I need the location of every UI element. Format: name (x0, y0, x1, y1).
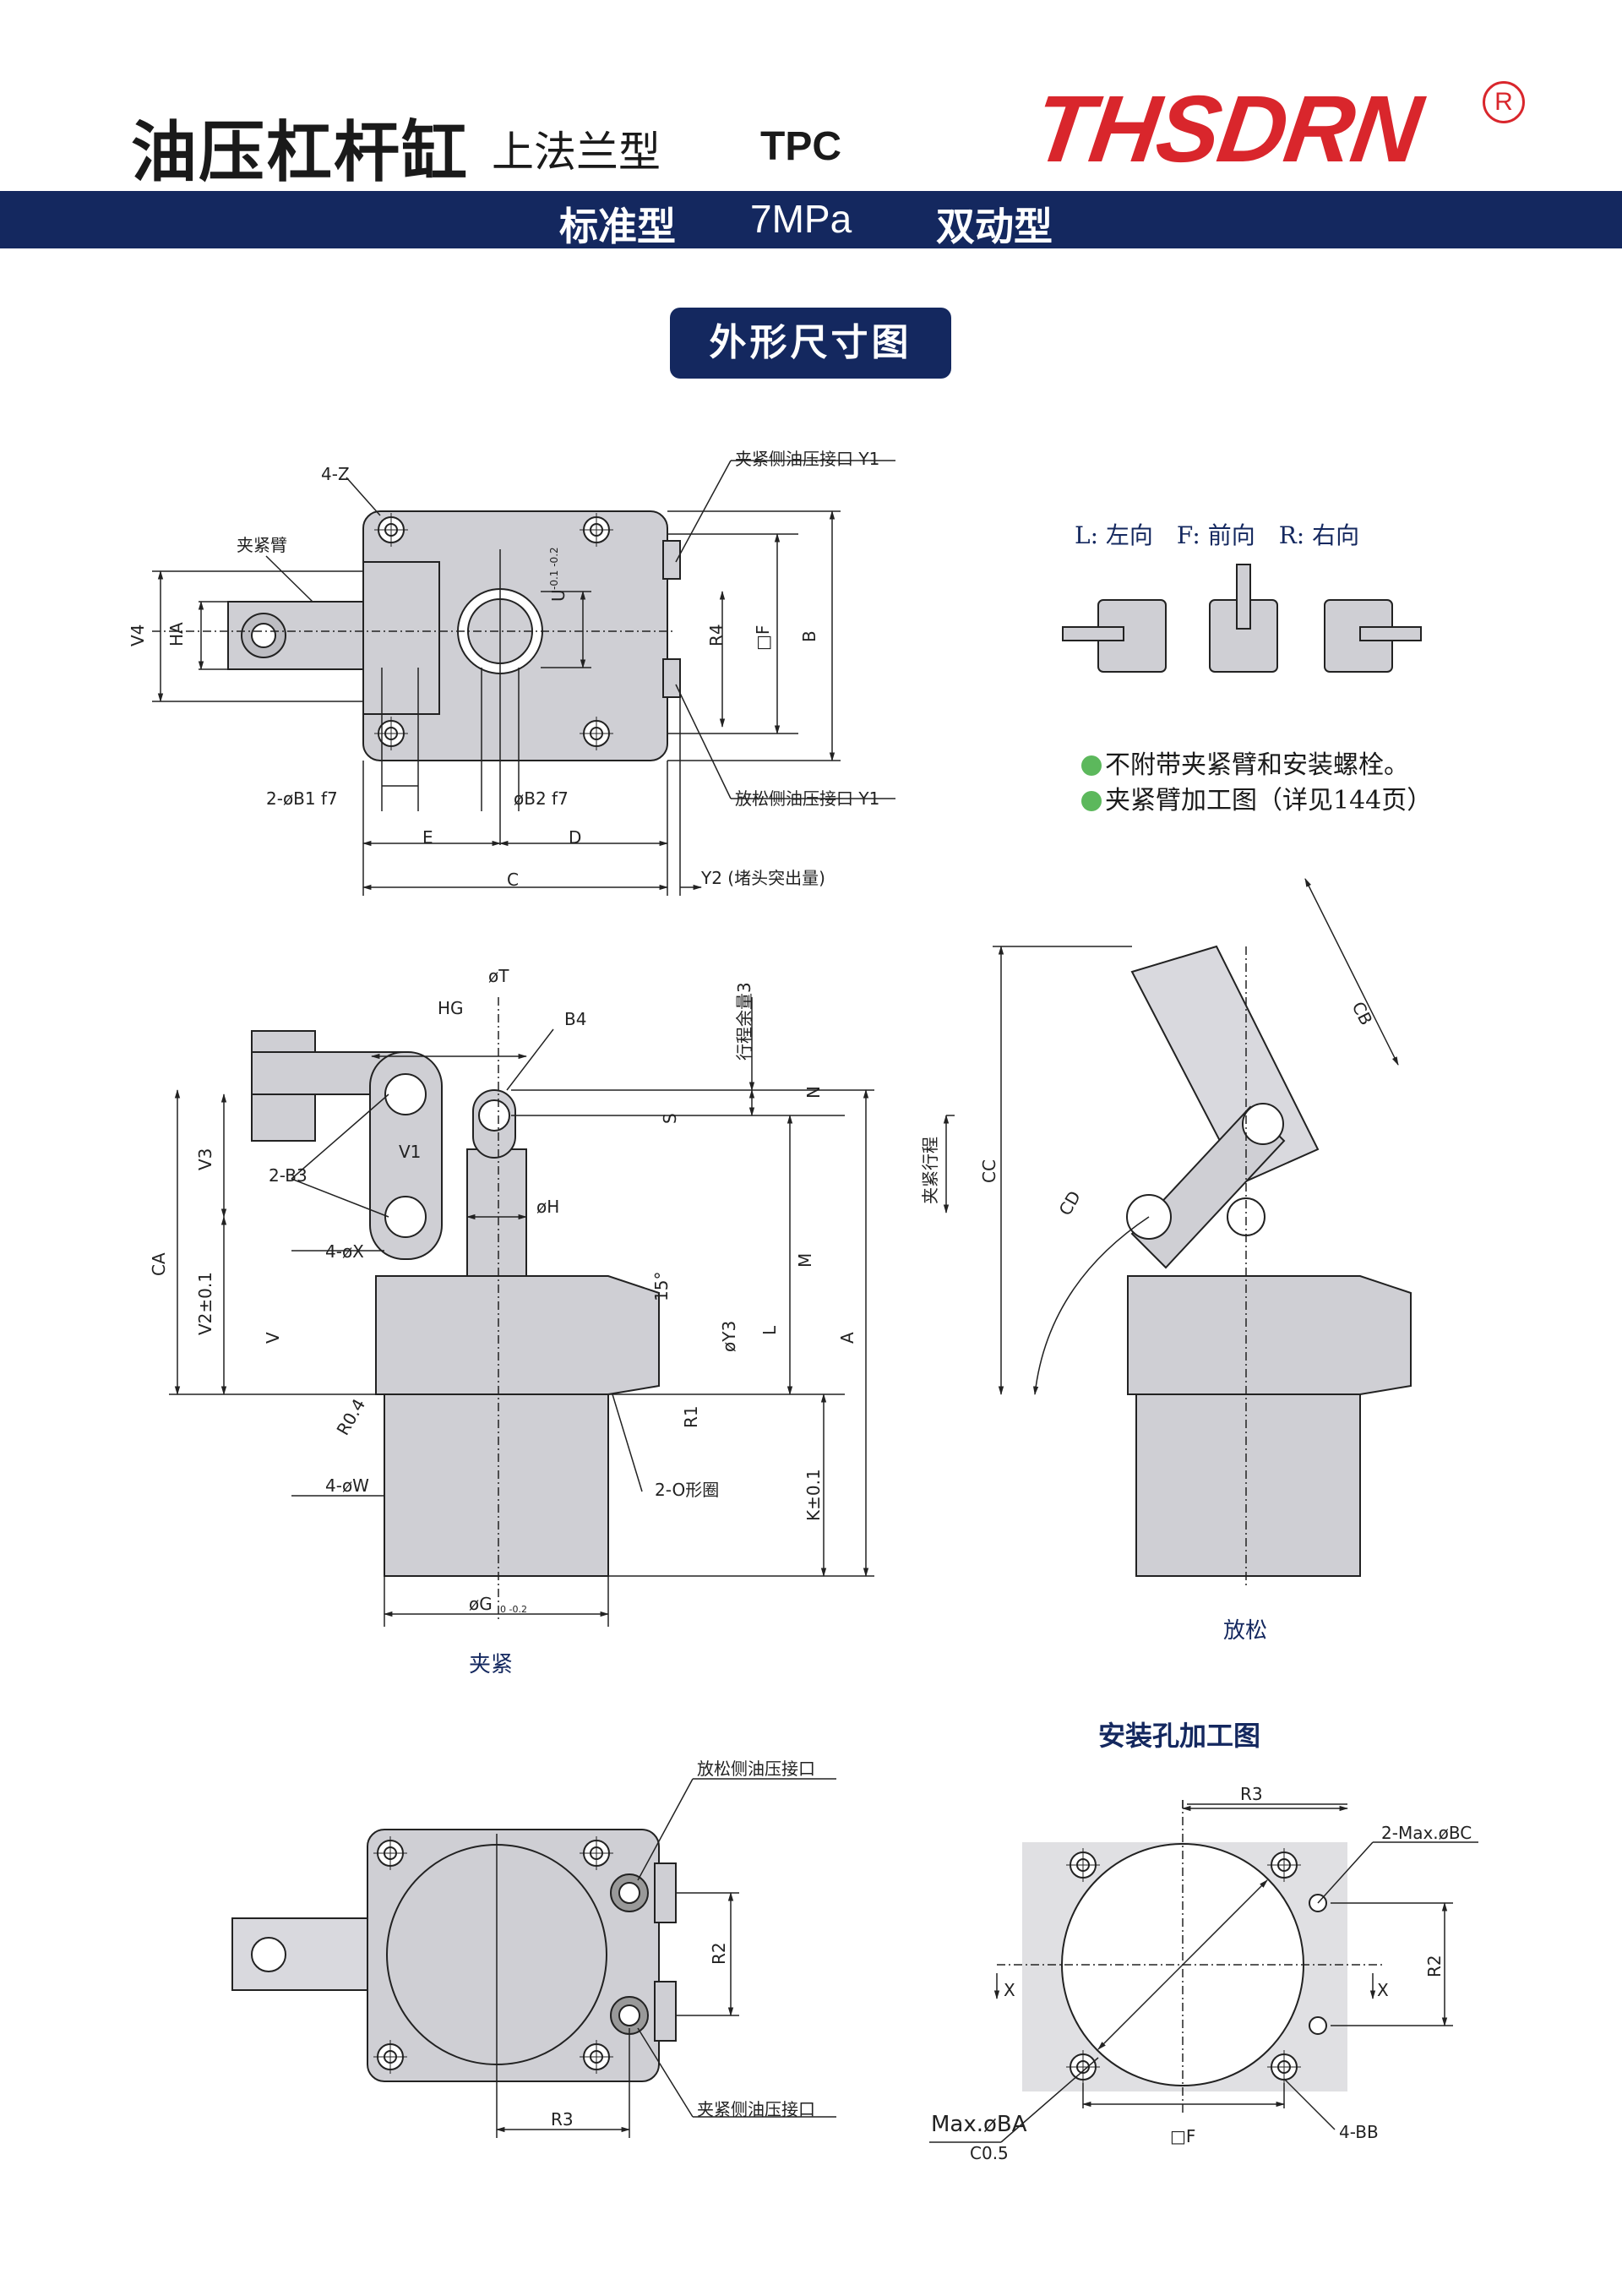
port-release-label: 放松侧油压接口 Y1 (735, 788, 879, 809)
banner-type: 标准型 (559, 204, 676, 249)
note-2: 夹紧臂加工图（详见144页） (1081, 779, 1432, 816)
t-label: øT (488, 966, 509, 986)
b3-label: 2-B3 (269, 1165, 308, 1186)
direction-icons (1062, 564, 1422, 673)
port-clamp-label: 夹紧侧油压接口 Y1 (735, 449, 879, 469)
bullet-icon (1081, 755, 1102, 776)
arm-label: 夹紧臂 (237, 535, 287, 555)
mount-x-left-label: X (1004, 1980, 1015, 2000)
f-label: □F (753, 625, 773, 651)
k-label: K±0.1 (803, 1469, 824, 1521)
e-label: E (422, 827, 433, 848)
r1-label: R1 (681, 1405, 701, 1428)
bottom-port-release-label: 放松侧油压接口 (697, 1759, 815, 1779)
bullet-icon (1081, 791, 1102, 811)
clamp-view (251, 1030, 660, 1577)
ca-label: CA (149, 1252, 169, 1276)
o-ring-label: 2-O形圈 (655, 1480, 719, 1500)
w-label: 4-øW (325, 1475, 369, 1496)
g-tol: 0 -0.2 (500, 1604, 527, 1615)
deg15-label: 15° (651, 1272, 672, 1301)
mount-view-title: 安装孔加工图 (1098, 1720, 1260, 1752)
v2-label: V2±0.1 (195, 1272, 215, 1335)
v3-label: V3 (195, 1148, 215, 1170)
section-title: 外形尺寸图 (670, 308, 951, 379)
spec-banner: 标准型 7MPa 双动型 (0, 191, 1622, 249)
v4-label: V4 (128, 624, 148, 646)
b1-label: 2-øB1 f7 (266, 788, 338, 809)
registered-mark: R (1483, 81, 1525, 123)
note-1: 不附带夹紧臂和安装螺栓。 (1081, 744, 1409, 781)
direction-front-icon (1209, 564, 1278, 673)
hg-label: HG (438, 998, 464, 1018)
clamp-view-label: 夹紧 (469, 1652, 513, 1677)
d-label: D (569, 827, 581, 848)
mount-bb-label: 4-BB (1339, 2122, 1379, 2142)
bottom-r3-label: R3 (551, 2109, 574, 2130)
n-label: N (803, 1086, 824, 1099)
direction-left-icon (1062, 599, 1167, 673)
c-label: C (507, 870, 519, 890)
banner-action: 双动型 (936, 204, 1053, 249)
u-label: U (548, 589, 569, 602)
mount-view (1022, 1842, 1347, 2091)
bottom-port-clamp-label: 夹紧侧油压接口 (697, 2099, 815, 2119)
release-view-label: 放松 (1223, 1618, 1267, 1644)
cb-label: CB (1348, 998, 1377, 1028)
direction-right-icon (1324, 599, 1422, 673)
stroke-label: 夹紧行程 (920, 1137, 940, 1204)
ha-label: HA (166, 622, 187, 646)
direction-legend: L: 左向 F: 前向 R: 右向 (1075, 521, 1360, 549)
page-subtitle: 上法兰型 (492, 128, 661, 177)
g-label: øG (469, 1594, 493, 1614)
x-label: 4-øX (325, 1241, 364, 1262)
page-title: 油压杠杆缸 (131, 115, 470, 191)
u-tol: -0.1 -0.2 (548, 547, 560, 590)
y2-label: Y2 (堵头突出量) (700, 868, 825, 888)
v1-label: V1 (399, 1142, 421, 1162)
release-view (1126, 945, 1412, 1577)
bottom-view (231, 1829, 677, 2082)
mount-f-label: □F (1170, 2126, 1195, 2146)
mount-x-right-label: X (1377, 1980, 1389, 2000)
z-label: 4-Z (321, 464, 350, 484)
y3-label: øY3 (719, 1321, 739, 1352)
v-label: V (263, 1332, 283, 1344)
a-label: A (837, 1332, 857, 1344)
mount-bc-label: 2-Max.øBC (1381, 1823, 1472, 1843)
r4-label: R4 (706, 624, 727, 646)
mount-ba-label: Max.øBA (931, 2112, 1027, 2137)
r04-label: R0.4 (333, 1395, 370, 1439)
b-label: B (799, 630, 819, 642)
top-view (227, 510, 681, 761)
banner-pressure: 7MPa (750, 197, 852, 241)
mount-r2-label: R2 (1424, 1955, 1445, 1977)
l-label: L (759, 1325, 780, 1335)
m-label: M (795, 1253, 815, 1268)
h-label: øH (536, 1197, 559, 1217)
mount-r3-label: R3 (1240, 1784, 1263, 1804)
stroke-margin-label: 行程余量3 (734, 982, 754, 1061)
bottom-r2-label: R2 (709, 1942, 729, 1965)
cd-label: CD (1055, 1187, 1085, 1219)
model-code: TPC (760, 124, 841, 169)
b4-label: B4 (564, 1009, 586, 1029)
cc-label: CC (979, 1159, 999, 1183)
b2-label: øB2 f7 (514, 788, 569, 809)
mount-c05-label: C0.5 (970, 2143, 1009, 2163)
s-label: S (660, 1113, 680, 1124)
